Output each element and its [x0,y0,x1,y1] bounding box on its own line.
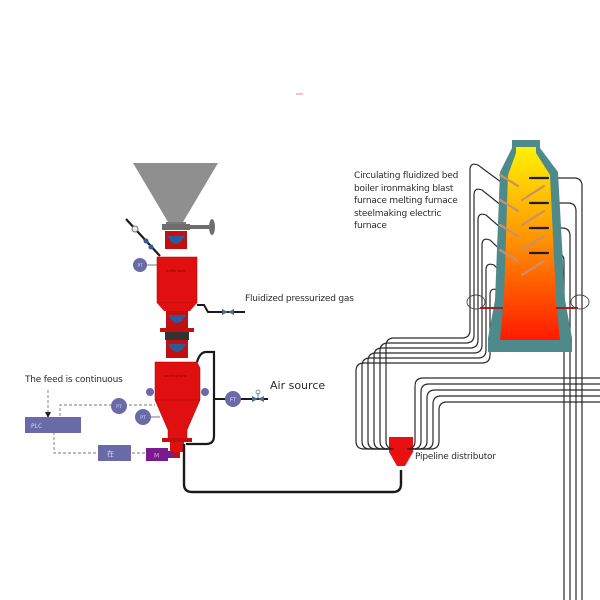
upper-vessel-label: buffer tank [166,269,186,273]
distribution-pipe [406,377,600,450]
upper-vessel-bottom [157,303,197,311]
pressure-gauge-upper[interactable] [133,258,147,272]
left-tuyere-ring [466,294,486,310]
furnace-top [516,140,536,146]
distribution-pipe [367,238,512,450]
vent-valve-icon [131,225,139,233]
furnace-lances [498,173,550,277]
pressure-transmitter-2[interactable] [135,409,151,425]
air-source-label: Air source [270,379,326,392]
vent-line [125,218,161,257]
right-tuyere-ring [570,294,590,310]
vent-fitting [148,244,154,250]
gas-check-valve-icon [222,309,234,315]
distribution-pipe [385,163,506,450]
fluidized-gas-pipe [197,304,245,313]
conveying-pipeline[interactable] [182,444,403,494]
control-signal-lines [47,390,155,454]
vent-fitting [143,238,149,244]
lance-feed-pipe [530,202,577,600]
distribution-pipe [413,401,600,450]
left-fluidizer [146,388,154,396]
fluidized-gas-label: Fluidized pressurized gas [245,294,354,304]
pressure-transmitter-2-label: PT [140,415,146,421]
air-bypass-pipe[interactable] [186,350,216,446]
lower-flange [162,438,192,442]
hopper-flange [162,224,190,230]
distribution-pipe [412,383,600,450]
lance-feed-pipe [530,227,571,600]
handwheel-icon [209,219,215,235]
upper-dome-valve [167,236,185,244]
right-angled-lance [520,209,546,227]
pressure-transmitter-1[interactable] [111,398,127,414]
left-lance [498,198,520,213]
plc-controller[interactable] [25,417,81,433]
feed-arrow-icon [45,412,51,418]
hopper-side-valve [186,225,211,229]
distribution-pipe [361,263,514,450]
flow-transmitter-label: FT [230,398,237,404]
valve-handle-icon [255,389,261,395]
local-controller-label: 在 [107,449,114,458]
motor[interactable] [146,448,168,461]
pressure-gauge-upper-label: PT [138,263,143,268]
pipeline-distributor[interactable] [389,437,413,466]
left-lance [498,248,520,263]
lower-dome-valve [168,344,186,352]
distribution-pipe [413,389,600,450]
lance-feed-pipe [530,177,583,600]
pipeline-distributor-label: Pipeline distributor [415,452,496,462]
pressure-transmitter-1-label: PT [116,404,122,410]
furnace-flame[interactable] [500,147,560,340]
middle-dome-valve [168,315,186,323]
motor-shaft [168,451,173,458]
lower-vessel-label: sending tank [164,374,188,378]
right-angled-lance [520,184,546,202]
feed-hopper [133,163,218,222]
left-lance [498,173,520,188]
right-fluidizer [201,388,209,396]
upper-vessel [156,256,198,304]
right-angled-lance [520,259,546,277]
furnace-description-label: Circulating fluidized bed boiler ironmak… [354,171,459,231]
flow-transmitter[interactable] [225,391,241,407]
plc-label: PLC [31,423,42,430]
motor-label: M [154,453,159,460]
distribution-pipe [355,288,516,450]
distribution-pipe [379,188,508,450]
feed-continuous-label: The feed is continuous [25,375,123,385]
bellows [165,332,189,340]
local-controller[interactable] [98,445,131,461]
left-lance [498,223,520,238]
middle-flange [160,328,194,332]
discharge-nozzle [172,452,180,458]
distribution-pipe [373,213,510,450]
discharge-outlet [170,442,184,452]
right-angled-lance [520,234,546,252]
